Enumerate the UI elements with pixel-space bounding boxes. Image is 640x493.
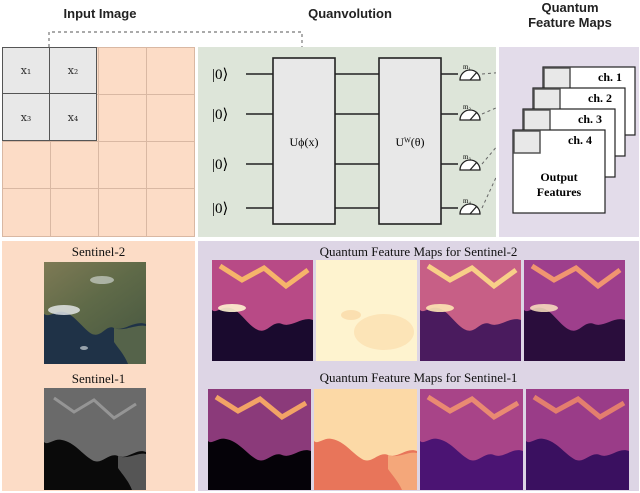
- qfm-s1-ch4: [526, 389, 629, 490]
- qubit-label-3: |0⟩: [212, 157, 229, 173]
- qubit-label-1: |0⟩: [212, 67, 229, 83]
- variational-gate: [378, 57, 442, 225]
- qfm-sentinel2-title: Quantum Feature Maps for Sentinel-2: [319, 244, 518, 259]
- qubit-label-4: |0⟩: [212, 201, 229, 217]
- sentinel1-image: [44, 388, 146, 490]
- sentinel2-image: [44, 262, 146, 364]
- encoding-gate: [272, 57, 336, 225]
- measurement-icon: [459, 109, 481, 121]
- qubit-label-2: |0⟩: [212, 107, 229, 123]
- sentinel1-title: Sentinel-1: [71, 371, 126, 386]
- measurement-icon: [459, 159, 481, 171]
- measurement-label-1: m₁: [463, 63, 471, 71]
- encoding-gate-label: Uϕ(x): [289, 135, 319, 149]
- feature-map-stack: [512, 66, 636, 214]
- channel-label-4: ch. 4: [568, 133, 592, 147]
- qfm-s1-ch1: [208, 389, 311, 490]
- channel-label-2: ch. 2: [588, 91, 612, 105]
- channel-label-3: ch. 3: [578, 112, 602, 126]
- variational-gate-label: Uᵂ(θ): [395, 135, 425, 149]
- output-features-line1: Output: [540, 170, 578, 184]
- measurement-label-3: m₃: [463, 153, 471, 161]
- qfm-s2-ch4: [524, 260, 625, 361]
- quantum-feature-maps-heading-line2: Feature Maps: [528, 15, 612, 30]
- input-image-heading: Input Image: [63, 6, 137, 21]
- qfm-s1-ch2: [314, 389, 417, 490]
- quanvolution-panel: [198, 47, 496, 237]
- pixel-x3: x₃: [2, 93, 50, 141]
- channel-label-1: ch. 1: [598, 70, 622, 84]
- measurement-label-4: m₄: [463, 197, 471, 205]
- pixel-x2: x₂: [49, 47, 97, 94]
- qfm-s2-ch3: [420, 260, 521, 361]
- qfm-s2-ch1: [212, 260, 313, 361]
- qfm-s1-ch3: [420, 389, 523, 490]
- quanvolution-heading: Quanvolution: [308, 6, 392, 21]
- qfm-s2-ch2: [316, 260, 417, 361]
- measurement-icon: [459, 69, 481, 81]
- measurement-label-2: m₂: [463, 103, 471, 111]
- pixel-x4: x₄: [49, 93, 97, 141]
- quantum-circuit: [246, 57, 496, 225]
- output-features-line2: Features: [536, 185, 582, 199]
- measurement-icon: [459, 203, 481, 215]
- qfm-sentinel1-title: Quantum Feature Maps for Sentinel-1: [319, 370, 518, 385]
- sentinel2-title: Sentinel-2: [71, 244, 126, 259]
- quantum-feature-maps-heading-line1: Quantum: [541, 0, 599, 15]
- input-image-grid: x₁ x₂ x₃ x₄: [2, 47, 195, 237]
